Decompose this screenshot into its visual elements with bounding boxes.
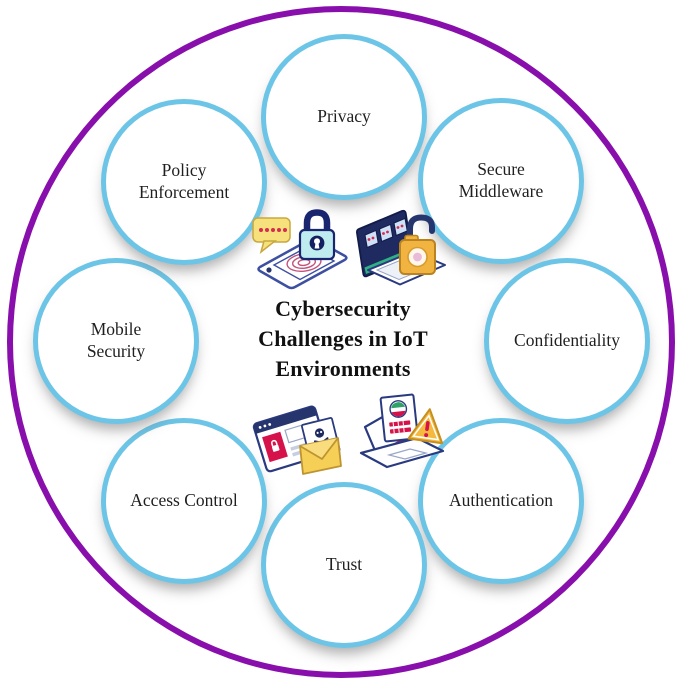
node-authentication: Authentication — [418, 418, 584, 584]
diagram-title: Cybersecurity Challenges in IoT Environm… — [203, 294, 483, 384]
node-secure-middleware: Secure Middleware — [418, 98, 584, 264]
node-confidentiality: Confidentiality — [484, 258, 650, 424]
node-label: Mobile Security — [86, 319, 146, 361]
browser-phishing-email-icon — [252, 405, 342, 475]
node-label: Privacy — [317, 106, 371, 127]
outer-purple-ring — [7, 6, 675, 678]
node-label: Policy Enforcement — [138, 160, 230, 202]
node-privacy: Privacy — [261, 34, 427, 200]
node-label: Confidentiality — [514, 330, 620, 351]
node-label: Access Control — [130, 490, 238, 511]
node-access-control: Access Control — [101, 418, 267, 584]
laptop-password-lock-icon — [356, 209, 446, 286]
title-line-3: Environments — [275, 356, 411, 381]
node-mobile-security: Mobile Security — [33, 258, 199, 424]
node-label: Authentication — [448, 490, 553, 511]
title-line-2: Challenges in IoT — [258, 326, 428, 351]
laptop-id-warning-icon — [359, 393, 445, 469]
phone-fingerprint-lock-icon — [252, 209, 348, 290]
node-label: Trust — [325, 554, 363, 575]
node-label: Secure Middleware — [458, 159, 544, 201]
node-trust: Trust — [261, 482, 427, 648]
node-policy-enforcement: Policy Enforcement — [101, 99, 267, 265]
title-line-1: Cybersecurity — [275, 296, 411, 321]
